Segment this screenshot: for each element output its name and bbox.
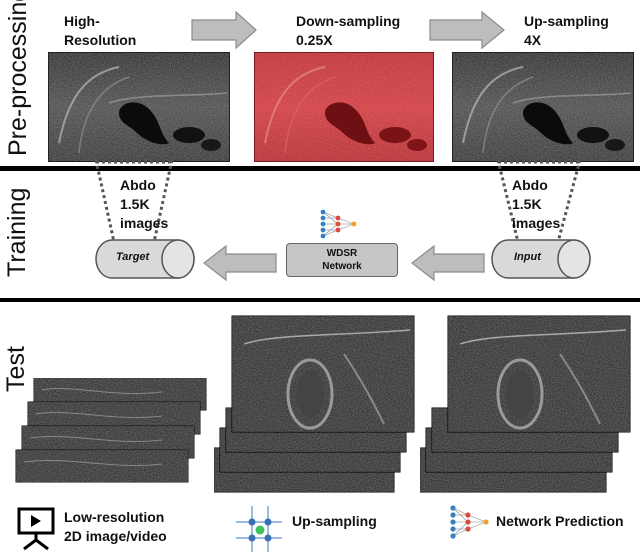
network-label-line2: Network xyxy=(322,261,362,272)
arrow-left-icon xyxy=(203,244,277,282)
input-cylinder: Input xyxy=(490,238,592,280)
target-cylinder: Target xyxy=(94,238,196,280)
network-prediction-stack xyxy=(419,314,634,494)
target-label: Target xyxy=(116,251,150,263)
legend-low-resolution: Low-resolution 2D image/video xyxy=(64,509,167,544)
divider-preprocessing-training xyxy=(0,166,640,171)
projector-screen-icon xyxy=(17,507,55,550)
low-resolution-stack xyxy=(12,377,208,490)
high-resolution-image xyxy=(48,52,230,162)
legend-network-prediction: Network Prediction xyxy=(496,513,624,529)
dataset-label-left: Abdo 1.5K images xyxy=(120,177,169,231)
section-label-preprocessing: Pre-processing xyxy=(4,0,32,156)
up-sampled-image xyxy=(452,52,634,162)
input-label: Input xyxy=(514,251,541,263)
wdsr-network-box: WDSR Network xyxy=(286,243,398,277)
section-label-training: Training xyxy=(3,187,31,277)
step-label-down-sampling: Down-sampling 0.25X xyxy=(296,13,401,48)
network-label-line1: WDSR xyxy=(326,248,358,259)
divider-training-test xyxy=(0,298,640,302)
neural-network-icon xyxy=(450,505,489,539)
upsampling-grid-icon xyxy=(236,506,282,552)
step-label-high-resolution: High- Resolution xyxy=(64,13,137,48)
dotted-funnel-left xyxy=(94,160,174,243)
neural-network-icon xyxy=(320,209,357,239)
dataset-label-right: Abdo 1.5K images xyxy=(512,177,561,231)
down-sampled-image xyxy=(254,52,434,162)
arrow-right-icon xyxy=(191,10,257,50)
step-label-up-sampling: Up-sampling 4X xyxy=(524,13,609,48)
arrow-left-icon xyxy=(411,244,485,282)
dotted-funnel-right xyxy=(496,160,582,243)
arrow-right-icon xyxy=(429,10,505,50)
up-sampled-stack xyxy=(213,314,416,494)
legend-up-sampling: Up-sampling xyxy=(292,513,377,529)
